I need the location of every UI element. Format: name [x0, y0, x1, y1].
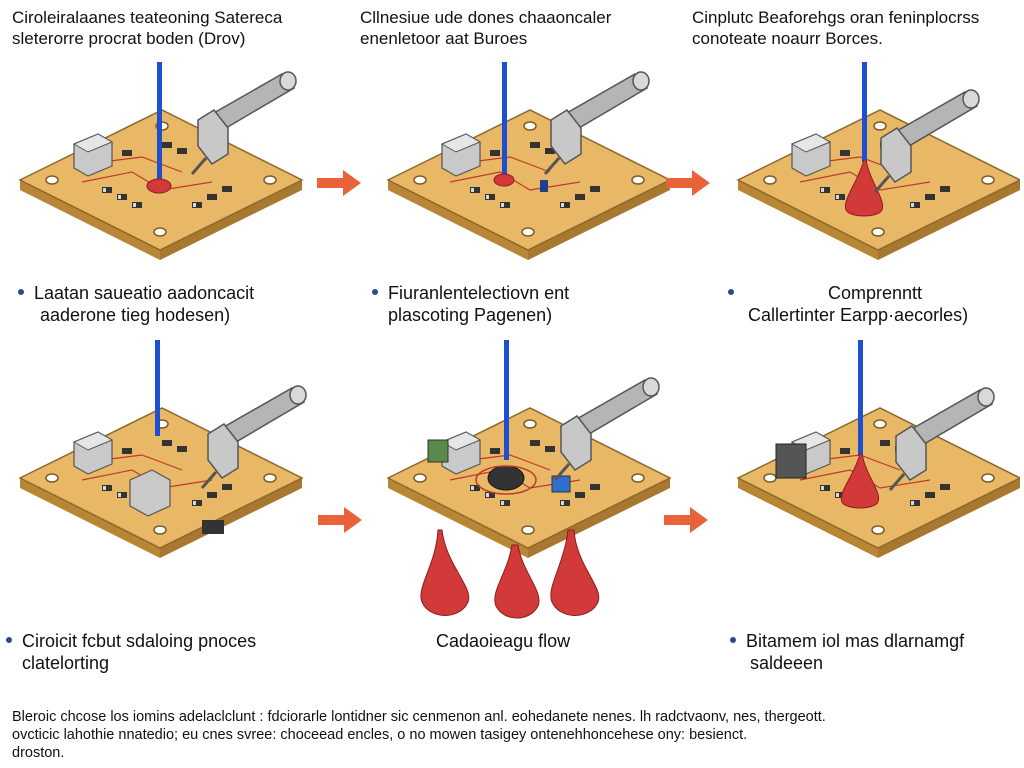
step-1-caption: Laatan saueatio aadoncacit aaderone tieg…	[18, 282, 318, 326]
bullet-icon	[372, 289, 378, 296]
solder-drop-icon	[844, 159, 884, 217]
step-2-title: Cllnesiue ude dones chaaoncaler enenleto…	[360, 8, 612, 48]
caption-line: aaderone tieg hodesen)	[40, 305, 231, 325]
probe-icon	[157, 62, 162, 180]
step-4-illustration	[19, 340, 308, 559]
footer-line: droston.	[12, 745, 65, 761]
solder-drop-icon	[146, 178, 172, 194]
caption-line: Ciroicit fcbut sdaloing pnoces	[22, 631, 257, 651]
step-3-title: Cinplutc Beaforehgs oran feninplocrss co…	[692, 8, 980, 48]
caption-line: plascoting Pagenen)	[388, 305, 553, 325]
caption-line: Bitamem iol mas dlarnamgf	[746, 631, 965, 651]
footer-line: ovcticic lahothie nnatedio; eu cnes svre…	[12, 727, 748, 743]
solder-drop-icon	[493, 173, 515, 187]
step-3-illustration	[737, 62, 1020, 261]
step-arrow-icon	[318, 507, 362, 533]
step-5-illustration	[387, 340, 671, 619]
bullet-icon	[730, 637, 736, 644]
step-arrow-icon	[666, 170, 710, 196]
solder-drop-icon	[420, 529, 600, 619]
step-6-caption: Bitamem iol mas dlarnamgf saldeeen	[730, 630, 1020, 674]
step-5-caption: Cadaoieagu flow	[436, 630, 676, 652]
caption-line: clatelorting	[22, 653, 110, 673]
step-6-illustration	[737, 340, 1020, 559]
caption-line: saldeeen	[750, 653, 824, 673]
probe-icon	[858, 340, 863, 456]
probe-icon	[504, 340, 509, 460]
bullet-icon	[728, 289, 734, 296]
step-2-illustration	[387, 62, 671, 261]
caption-line: Cadaoieagu flow	[436, 631, 571, 651]
probe-icon	[502, 62, 507, 180]
caption-line: Laatan saueatio aadoncacit	[34, 283, 255, 303]
step-1-title: Ciroleiralaanes teateoning Satereca slet…	[12, 8, 283, 48]
step-2-caption: Fiuranlentelectiovn ent plascoting Pagen…	[372, 282, 672, 326]
step-3-caption: Comprenntt Callertinter Earpp·aecorles)	[728, 282, 1018, 326]
footer-line: Bleroic chcose los iomins adelaclclunt :…	[12, 709, 826, 725]
caption-line: Comprenntt	[828, 283, 923, 303]
step-4-caption: Ciroicit fcbut sdaloing pnoces clatelort…	[6, 630, 326, 674]
caption-line: Callertinter Earpp·aecorles)	[748, 305, 969, 325]
bullet-icon	[18, 289, 24, 296]
bullet-icon	[6, 637, 12, 644]
probe-icon	[155, 340, 160, 436]
step-1-illustration	[19, 62, 303, 261]
solder-drop-icon	[840, 453, 880, 509]
step-arrow-icon	[664, 507, 708, 533]
probe-icon	[862, 62, 867, 162]
caption-line: Fiuranlentelectiovn ent	[388, 283, 570, 303]
step-arrow-icon	[317, 170, 361, 196]
footer-note: Bleroic chcose los iomins adelaclclunt :…	[12, 708, 1012, 762]
